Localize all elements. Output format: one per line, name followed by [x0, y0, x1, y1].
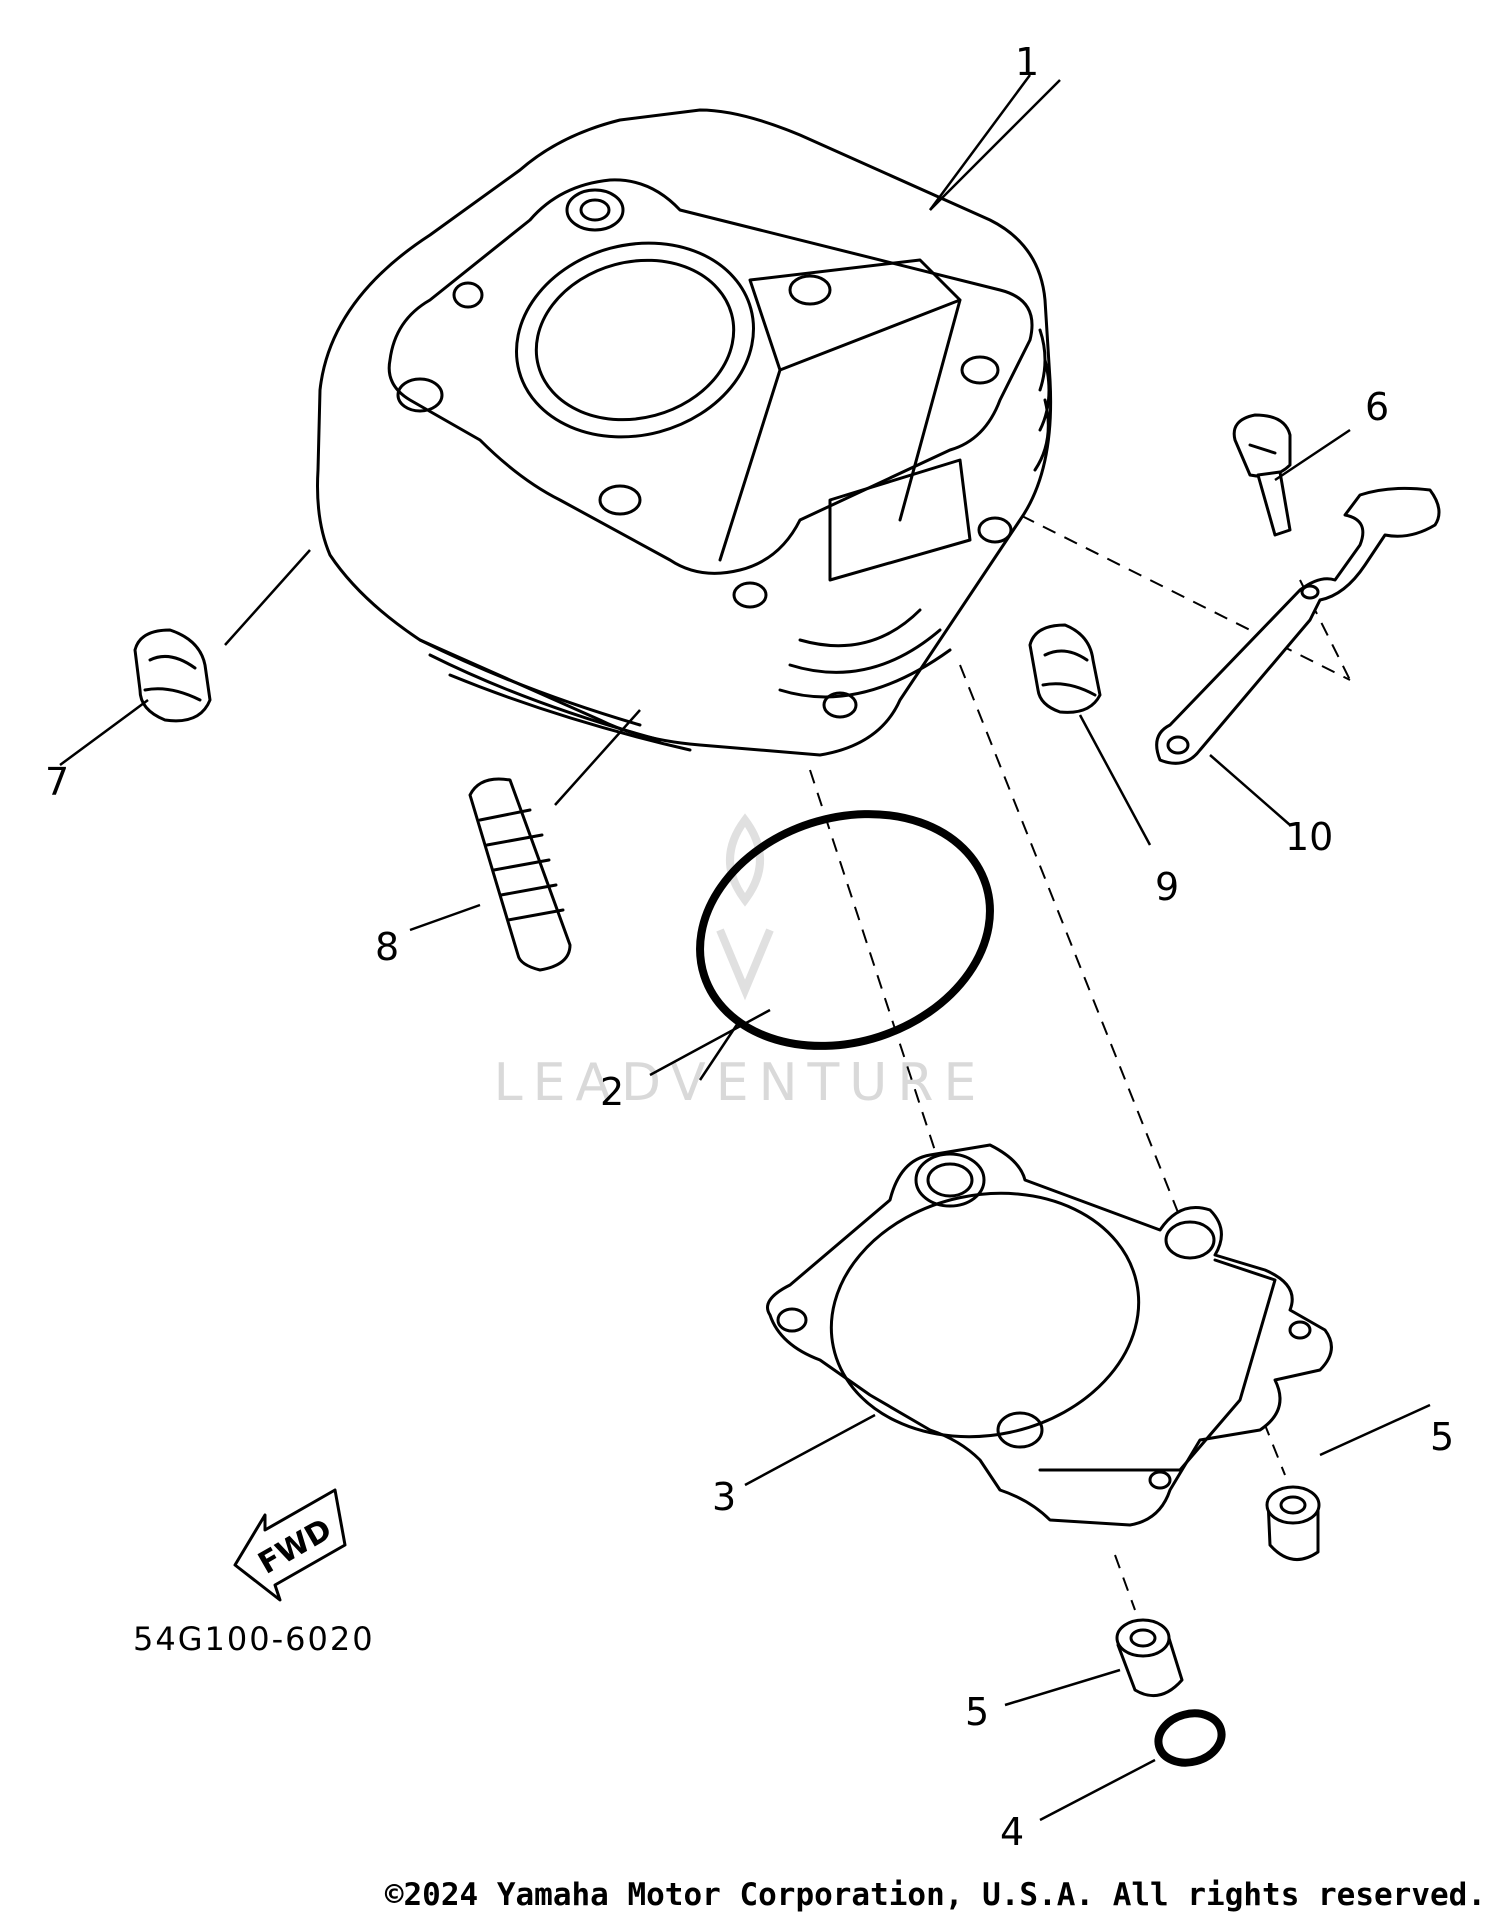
leader-lines — [59, 74, 1431, 1822]
callout-9: 9 — [1155, 865, 1179, 909]
dowel-pin-right — [1265, 1485, 1321, 1561]
plug-left — [133, 628, 212, 723]
callout-7: 7 — [45, 760, 69, 804]
watermark: LEADVENTURE — [494, 813, 987, 1113]
callout-2: 2 — [600, 1070, 624, 1114]
guide-bracket — [1155, 486, 1441, 765]
stud-bolt — [468, 777, 572, 972]
watermark-text: LEADVENTURE — [494, 1053, 987, 1113]
callout-3: 3 — [712, 1475, 736, 1519]
bolt — [1232, 413, 1292, 537]
callout-6: 6 — [1365, 385, 1389, 429]
fwd-arrow: FWD — [233, 1488, 347, 1602]
diagram-code: 54G100-6020 — [133, 1620, 375, 1658]
callout-8: 8 — [375, 925, 399, 969]
o-ring — [696, 810, 994, 1050]
small-o-ring — [1154, 1709, 1226, 1767]
plug-right — [1028, 623, 1102, 714]
callout-4: 4 — [1000, 1810, 1024, 1854]
callouts: 1 2 3 4 5 5 6 7 8 9 10 — [45, 40, 1454, 1854]
callout-5-lower: 5 — [965, 1690, 989, 1734]
cylinder-body — [316, 108, 1053, 757]
cylinder-gasket — [766, 1143, 1333, 1527]
copyright-notice: ©2024 Yamaha Motor Corporation, U.S.A. A… — [384, 1877, 1486, 1913]
callout-5-right: 5 — [1430, 1415, 1454, 1459]
callout-1: 1 — [1015, 40, 1039, 84]
dowel-pin-lower — [1115, 1618, 1184, 1698]
callout-10: 10 — [1285, 815, 1333, 859]
